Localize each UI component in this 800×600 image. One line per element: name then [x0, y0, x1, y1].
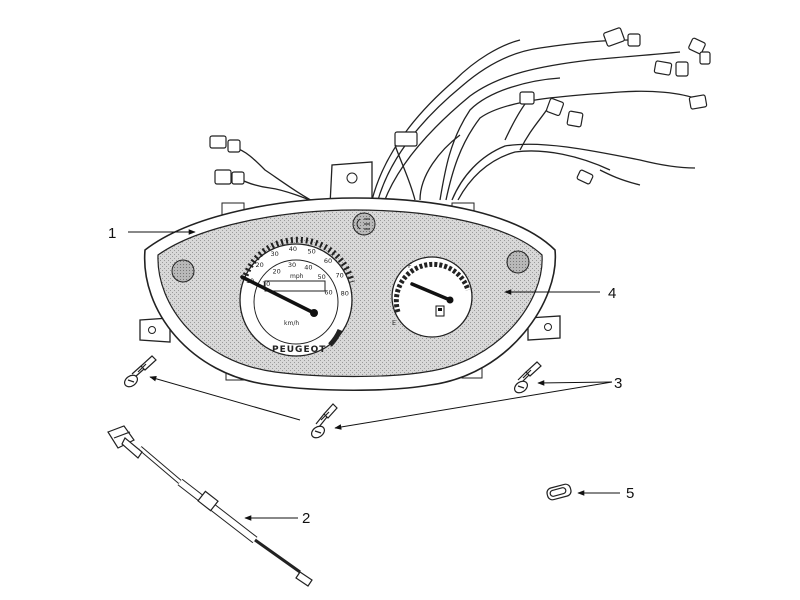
speed-scale-outer-tick-label: 40 — [289, 245, 297, 253]
fuel-gauge: F E — [391, 256, 473, 338]
speed-scale-inner-tick-label: 10 — [262, 280, 270, 288]
speed-scale-inner-tick-label: 30 — [288, 261, 296, 269]
fuel-empty-mark: E — [392, 319, 396, 327]
callout-1: 1 — [108, 225, 116, 242]
speed-scale-outer-tick-label: 30 — [271, 250, 279, 258]
speed-scale-outer-tick-label: 80 — [341, 290, 349, 298]
harness-connectors — [209, 27, 711, 185]
brand-logo-text: PEUGEOT — [272, 345, 326, 355]
speed-scale-outer-tick-label: 70 — [335, 272, 343, 280]
speed-scale-outer-tick-label: 60 — [324, 257, 332, 265]
speed-scale-inner-tick-label: 20 — [272, 267, 280, 275]
warning-lamps — [171, 212, 530, 283]
speed-scale-inner-tick-label: 60 — [324, 288, 332, 296]
kmh-unit-label: km/h — [284, 320, 299, 327]
callout-2: 2 — [302, 510, 310, 527]
speed-scale-inner-tick-label: 50 — [317, 273, 325, 281]
leader-3a — [537, 380, 613, 386]
leader-3b — [334, 381, 613, 430]
speedometer-cable — [107, 425, 313, 587]
speedometer-needle — [240, 275, 316, 315]
fuel-full-mark: F — [408, 262, 412, 270]
callout-4: 4 — [608, 285, 616, 302]
callout-numbers: 1 2 3 4 5 — [108, 225, 634, 527]
mph-unit-label: mph — [290, 273, 304, 280]
callout-5: 5 — [626, 485, 634, 502]
fuel-needle — [410, 282, 452, 302]
instrument-panel-housing — [139, 161, 561, 392]
speed-scale-outer-tick-label: 20 — [256, 261, 264, 269]
mounting-screw-center — [310, 403, 338, 439]
mounting-screw-left — [123, 355, 157, 388]
clip — [546, 483, 572, 501]
leader-lines — [128, 229, 620, 521]
speed-scale-outer-tick-label: 50 — [307, 248, 315, 256]
right-indicator-lamp — [506, 250, 530, 274]
mounting-screw-right — [513, 361, 542, 394]
odometer-window — [264, 280, 326, 292]
speed-scale-inner-tick-label: 40 — [304, 263, 312, 271]
wiring-harness — [234, 39, 701, 207]
leader-3c — [149, 376, 301, 421]
callout-3: 3 — [614, 375, 622, 392]
left-indicator-lamp — [171, 259, 195, 283]
